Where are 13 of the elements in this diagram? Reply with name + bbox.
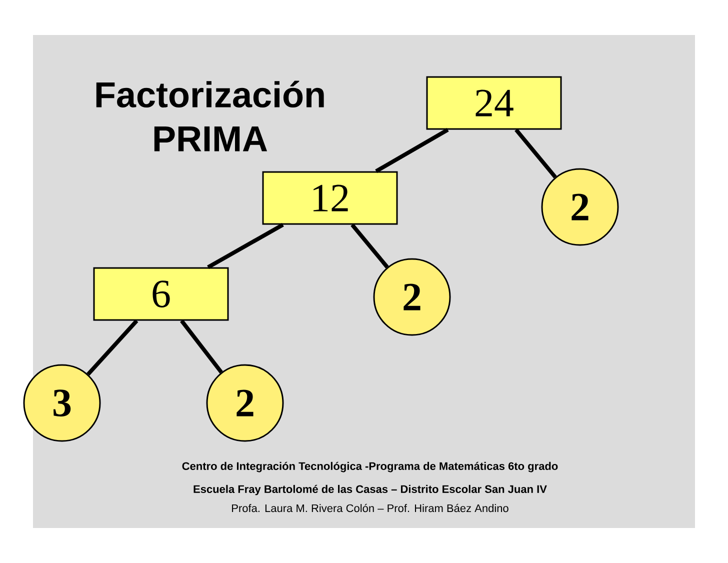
connector-line [180, 320, 223, 374]
connector-line [350, 223, 389, 268]
connector-line [514, 128, 557, 178]
credit-line: Escuela Fray Bartolomé de las Casas – Distrito Escolar San Juan IV [194, 484, 547, 496]
credit-line: Centro de Integración Tecnológica -Programa de Matemáticas 6to grado [182, 462, 558, 472]
title: Factorización PRIMA [96, 80, 324, 152]
number-box: 24 [426, 76, 562, 130]
connector-line [375, 128, 449, 173]
connector-line [207, 223, 284, 269]
number-box: 6 [93, 267, 229, 321]
number-box: 12 [262, 171, 398, 225]
connector-line [86, 319, 138, 376]
credit-line: Profa. Laura M. Rivera Colón – Prof. Hiram Báez Andino [232, 504, 508, 512]
